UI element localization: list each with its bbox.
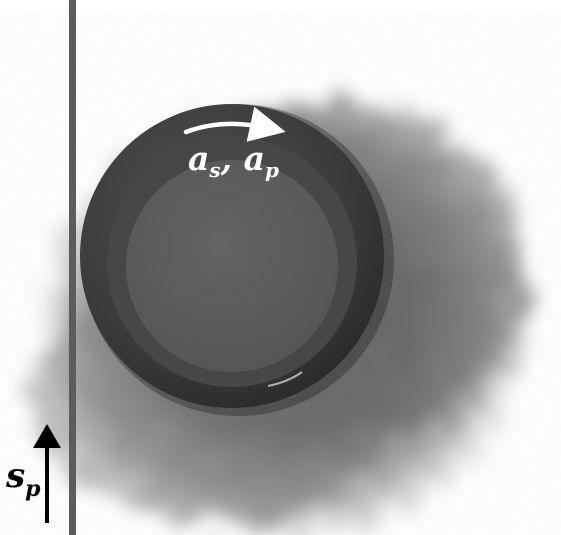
vertical-rod (69, 0, 76, 535)
sphere-core (126, 160, 338, 372)
